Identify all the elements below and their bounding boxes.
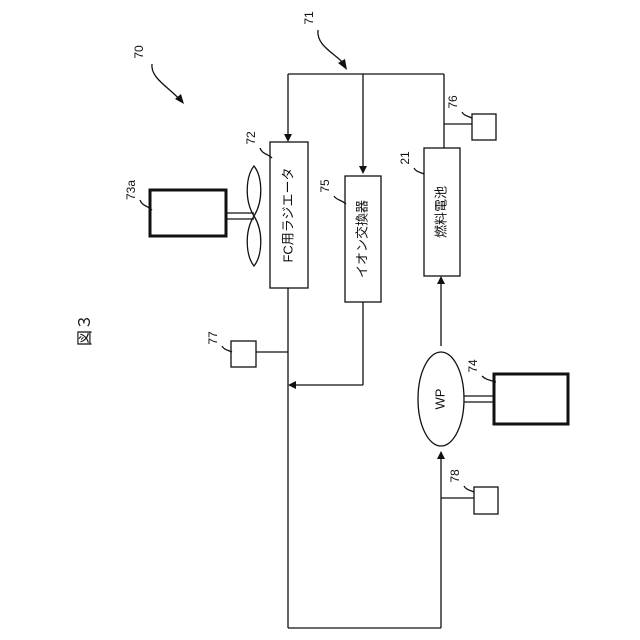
ion-exchanger: イオン交換器 75 bbox=[318, 176, 381, 302]
ref-78-label: 78 bbox=[448, 469, 462, 483]
ref-78-leader bbox=[464, 486, 474, 492]
sensor-77-box bbox=[231, 341, 256, 367]
figure-title: 図３ bbox=[77, 314, 94, 346]
pump-motor-box bbox=[494, 374, 568, 424]
arrow-into-radiator bbox=[284, 134, 292, 142]
ref-21-label: 21 bbox=[398, 151, 412, 165]
water-pump-label: WP bbox=[432, 389, 447, 410]
fuel-cell-label: 燃料電池 bbox=[433, 186, 448, 238]
fan-blade-bottom bbox=[247, 216, 261, 266]
ref-70-leader bbox=[152, 64, 180, 100]
sensor-77: 77 bbox=[206, 331, 288, 367]
radiator-fan bbox=[226, 166, 261, 266]
fc-radiator-label: FC用ラジエータ bbox=[280, 167, 295, 262]
sensor-76: 76 bbox=[444, 95, 496, 140]
ref-75-label: 75 bbox=[318, 179, 332, 193]
coolant-piping bbox=[288, 74, 444, 628]
water-pump: WP bbox=[418, 352, 494, 446]
ref-73a-label: 73a bbox=[124, 180, 138, 200]
ref-72-label: 72 bbox=[244, 131, 258, 145]
arrow-ion-return bbox=[288, 381, 296, 389]
fuel-cell: 燃料電池 21 bbox=[398, 148, 460, 276]
ref-21-leader bbox=[414, 168, 424, 174]
sensor-76-box bbox=[472, 114, 496, 140]
sensor-78-box bbox=[474, 487, 498, 514]
circuit-reference: 71 bbox=[302, 11, 347, 70]
fan-motor: 73a bbox=[124, 180, 226, 236]
ref-75-leader bbox=[334, 196, 346, 204]
arrow-into-pump bbox=[437, 451, 445, 459]
fan-motor-box bbox=[150, 190, 226, 236]
fan-blade-top bbox=[247, 166, 261, 216]
ref-71-label: 71 bbox=[302, 11, 316, 25]
ref-76-label: 76 bbox=[446, 95, 460, 109]
ref-71-leader bbox=[318, 30, 344, 64]
arrow-into-fuel-cell bbox=[437, 276, 445, 284]
ref-71-arrowhead bbox=[338, 59, 347, 70]
system-reference: 70 bbox=[132, 45, 184, 104]
arrow-into-ion-exchanger bbox=[359, 166, 367, 174]
ref-70-label: 70 bbox=[132, 45, 146, 59]
pump-motor: 74 bbox=[466, 359, 568, 424]
sensor-78: 78 bbox=[441, 469, 498, 514]
ref-77-label: 77 bbox=[206, 331, 220, 345]
ion-exchanger-label: イオン交換器 bbox=[354, 200, 369, 278]
fc-radiator: FC用ラジエータ 72 bbox=[244, 131, 308, 288]
ref-74-label: 74 bbox=[466, 359, 480, 373]
ref-76-leader bbox=[462, 112, 472, 118]
